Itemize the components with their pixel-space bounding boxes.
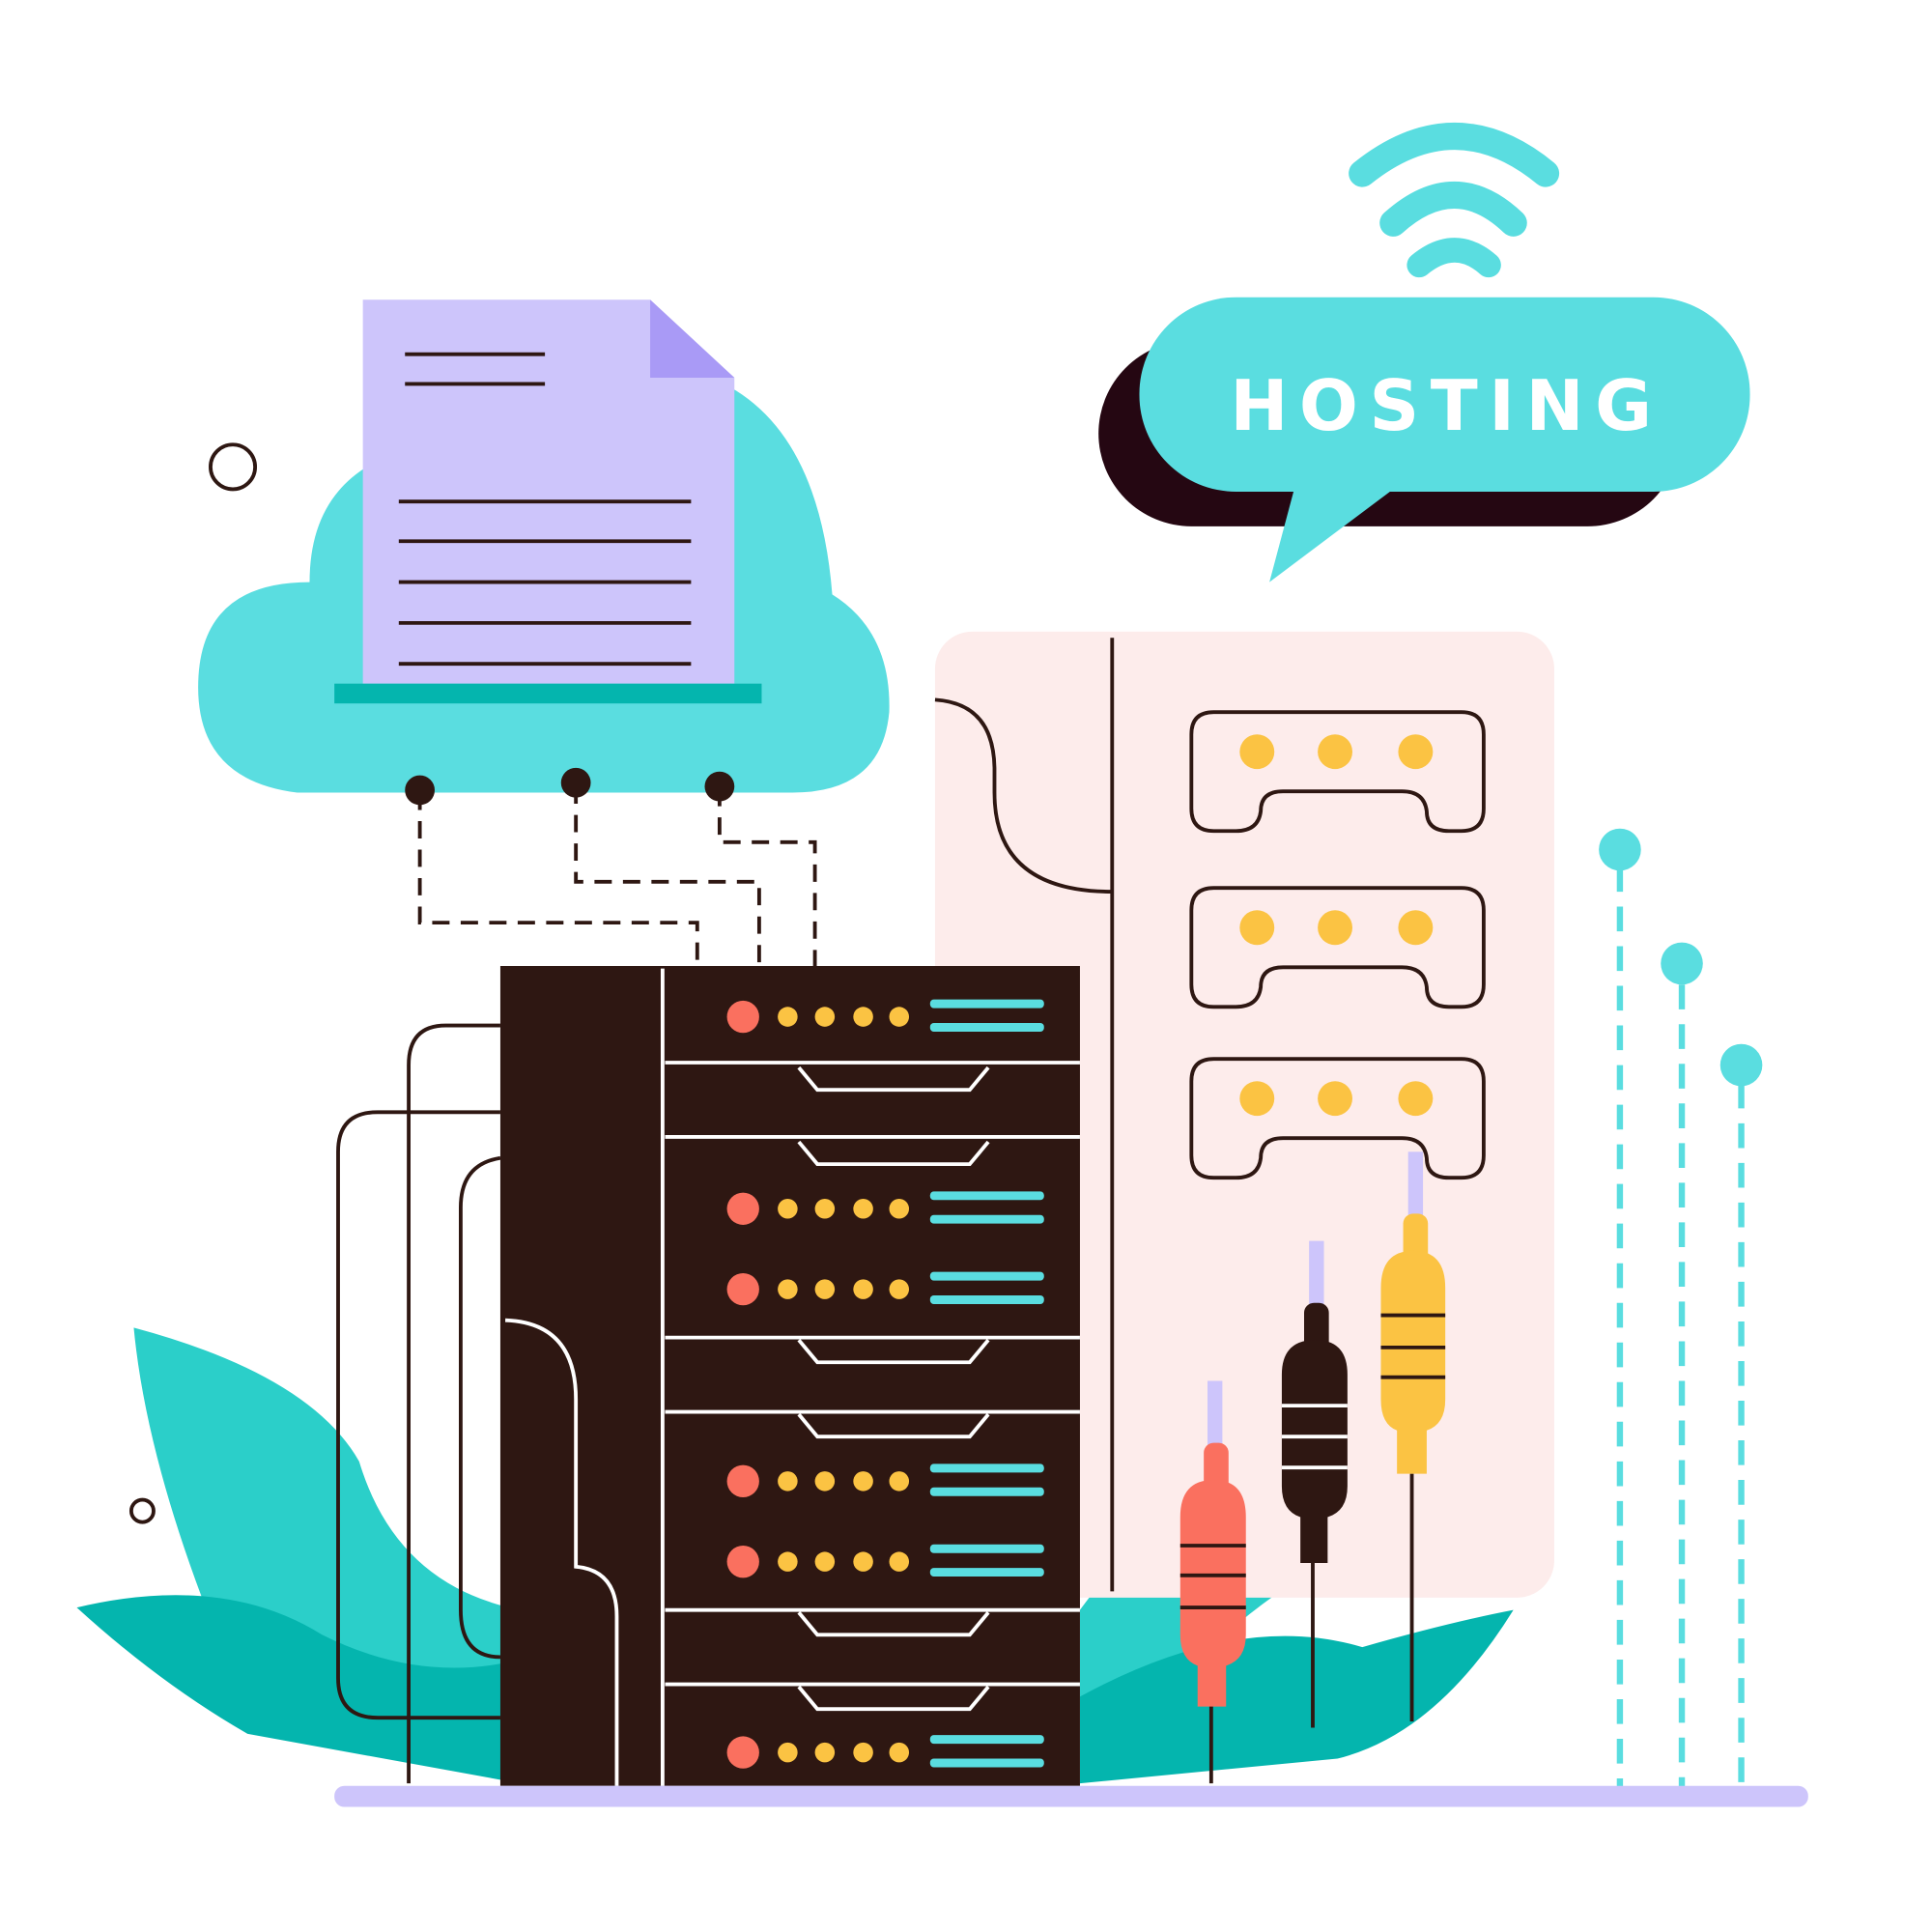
status-led-icon [889, 1742, 910, 1763]
power-led-icon [726, 1546, 759, 1578]
vent-bar [929, 1295, 1044, 1304]
black-plug-icon [1281, 1240, 1348, 1728]
vent-bar [929, 1544, 1044, 1553]
status-led-icon [889, 1007, 910, 1027]
ground-line [334, 1785, 1808, 1807]
hosting-speech-bubble: HOSTING [1098, 297, 1750, 582]
outline-circle-icon [209, 442, 258, 492]
vent-bar [929, 999, 1044, 1009]
vent-bar [929, 1271, 1044, 1281]
slot-dot-icon [1318, 734, 1352, 770]
status-led-icon [814, 1279, 836, 1299]
slot-dot-icon [1318, 1081, 1352, 1117]
status-led-icon [853, 1279, 873, 1299]
wifi-icon [1349, 122, 1560, 278]
status-led-icon [853, 1551, 873, 1572]
document-icon [334, 299, 762, 704]
status-led-icon [889, 1199, 910, 1219]
status-led-icon [853, 1199, 873, 1219]
vent-bar [929, 1463, 1044, 1473]
outline-circle-icon [128, 1497, 156, 1524]
status-led-icon [814, 1199, 836, 1219]
slot-dot-icon [1239, 910, 1275, 946]
drawer-handle-icon [797, 1610, 990, 1637]
cabinet-slot [1189, 710, 1486, 834]
vent-bar [929, 1214, 1044, 1224]
slot-dot-icon [1239, 1081, 1275, 1117]
drawer-handle-icon [797, 1685, 990, 1712]
vent-bar [929, 1191, 1044, 1201]
yellow-plug-icon [1380, 1151, 1446, 1722]
status-led-icon [778, 1007, 798, 1027]
slot-dot-icon [1318, 910, 1352, 946]
slot-dot-icon [1398, 910, 1434, 946]
status-led-icon [889, 1471, 910, 1492]
drawer-handle-icon [797, 1140, 990, 1167]
power-led-icon [726, 1464, 759, 1497]
signal-node-icon [1719, 1043, 1763, 1087]
rack-wires [336, 1023, 501, 1784]
status-led-icon [814, 1007, 836, 1027]
vent-bar [929, 1022, 1044, 1032]
status-led-icon [853, 1742, 873, 1763]
status-led-icon [889, 1551, 910, 1572]
power-led-icon [726, 1736, 759, 1769]
vent-bar [929, 1758, 1044, 1768]
status-led-icon [889, 1279, 910, 1299]
status-led-icon [853, 1007, 873, 1027]
red-plug-icon [1179, 1380, 1246, 1784]
status-led-icon [814, 1471, 836, 1492]
drawer-handle-icon [797, 1338, 990, 1365]
cloud-connectors [405, 767, 817, 967]
status-led-icon [814, 1551, 836, 1572]
drawer-handle-icon [797, 1065, 990, 1093]
power-led-icon [726, 1272, 759, 1306]
slot-dot-icon [1398, 734, 1434, 770]
status-led-icon [814, 1742, 836, 1763]
cabinet-slot [1189, 1057, 1486, 1180]
status-led-icon [778, 1551, 798, 1572]
vent-bar [929, 1568, 1044, 1577]
cable-plugs [1179, 1151, 1446, 1784]
vent-bar [929, 1487, 1044, 1496]
status-led-icon [853, 1471, 873, 1492]
slot-dot-icon [1239, 734, 1275, 770]
slot-dot-icon [1398, 1081, 1434, 1117]
status-led-icon [778, 1471, 798, 1492]
status-led-icon [778, 1279, 798, 1299]
signal-poles [1616, 867, 1745, 1790]
server-rack [499, 966, 1080, 1786]
drawer-handle-icon [797, 1412, 990, 1439]
power-led-icon [726, 1192, 759, 1225]
signal-node-icon [1661, 942, 1703, 985]
vent-bar [929, 1735, 1044, 1745]
status-led-icon [778, 1199, 798, 1219]
cabinet-slot [1189, 886, 1486, 1009]
status-led-icon [778, 1742, 798, 1763]
signal-node-icon [1599, 828, 1641, 871]
power-led-icon [726, 1000, 759, 1034]
hosting-label: HOSTING [1230, 365, 1662, 446]
